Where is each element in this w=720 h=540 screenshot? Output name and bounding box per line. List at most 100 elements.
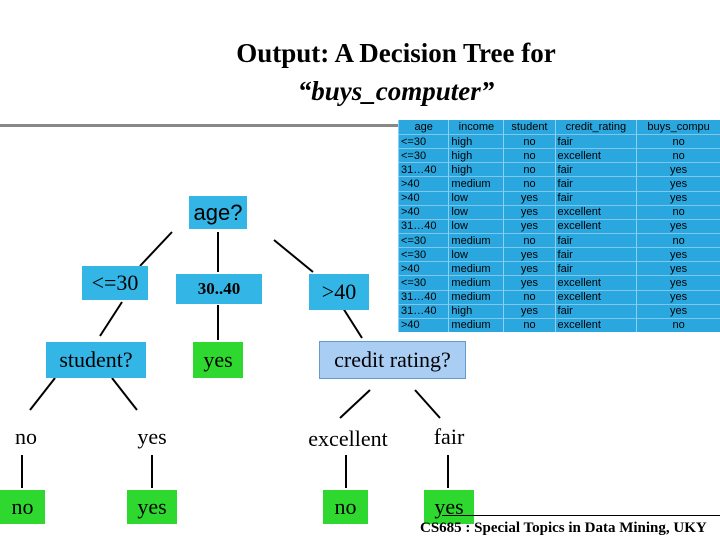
node-age: age? <box>189 196 247 229</box>
edge-student-yes <box>111 377 138 411</box>
node-student: student? <box>46 342 146 378</box>
table-cell: yes <box>636 247 720 262</box>
table-cell: >40 <box>397 176 449 192</box>
table-cell: no <box>636 148 720 163</box>
edge-root-gt40 <box>273 239 314 273</box>
footer-text: CS685 : Special Topics in Data Mining, U… <box>420 520 707 536</box>
col-age: age <box>397 120 449 135</box>
col-credit-rating: credit_rating <box>554 120 637 135</box>
table-cell: yes <box>636 275 720 291</box>
col-student: student <box>503 120 556 135</box>
table-cell: high <box>448 303 504 319</box>
table-cell: 31…40 <box>397 303 449 319</box>
table-cell: yes <box>636 218 720 234</box>
edge-le30-student <box>99 301 123 337</box>
col-buys-computer: buys_compu <box>636 120 720 135</box>
table-cell: medium <box>448 176 504 192</box>
table-cell: fair <box>554 190 637 206</box>
table-cell: 31…40 <box>397 289 449 305</box>
table-cell: <=30 <box>397 148 449 163</box>
leaf-yes-1: yes <box>127 490 177 524</box>
table-cell: fair <box>554 303 637 319</box>
table-cell: no <box>503 176 556 192</box>
table-cell: yes <box>503 204 556 220</box>
leaf-no-1: no <box>0 490 45 524</box>
table-cell: no <box>503 317 556 332</box>
table-cell: high <box>448 133 504 149</box>
table-cell: yes <box>636 190 720 206</box>
table-cell: >40 <box>397 317 449 332</box>
table-cell: yes <box>503 303 556 319</box>
leaf-no-2: no <box>323 490 368 524</box>
table-cell: yes <box>636 303 720 319</box>
table-cell: yes <box>503 275 556 291</box>
title-divider <box>0 124 398 127</box>
table-cell: excellent <box>554 317 637 332</box>
table-cell: excellent <box>554 275 637 291</box>
table-cell: fair <box>554 176 637 192</box>
table-cell: <=30 <box>397 232 449 248</box>
table-header-row: age income student credit_rating buys_co… <box>397 120 720 135</box>
table-cell: <=30 <box>397 247 449 262</box>
table-cell: no <box>503 148 556 163</box>
table-cell: yes <box>503 261 556 276</box>
table-cell: 31…40 <box>397 218 449 234</box>
branch-credit-excellent: excellent <box>308 426 388 451</box>
table-cell: medium <box>448 289 504 305</box>
branch-31-40: 30..40 <box>176 274 262 304</box>
slide-title-line1: Output: A Decision Tree for <box>236 38 556 68</box>
table-cell: no <box>636 204 720 220</box>
table-cell: >40 <box>397 190 449 206</box>
table-cell: no <box>636 232 720 248</box>
table-cell: no <box>503 133 556 149</box>
table-cell: no <box>503 162 556 177</box>
branch-le30: <=30 <box>82 266 148 300</box>
table-cell: >40 <box>397 261 449 276</box>
table-cell: low <box>448 218 504 234</box>
node-credit-rating: credit rating? <box>319 341 466 379</box>
slide-title-line2: “buys_computer” <box>297 76 495 106</box>
table-cell: fair <box>554 133 637 149</box>
branch-gt40: >40 <box>309 274 369 310</box>
branch-student-yes: yes <box>137 424 167 449</box>
edge-student-no <box>29 377 56 411</box>
table-cell: 31…40 <box>397 162 449 177</box>
table-cell: fair <box>554 261 637 276</box>
table-cell: yes <box>636 162 720 177</box>
table-cell: yes <box>636 261 720 276</box>
table-cell: medium <box>448 232 504 248</box>
table-cell: high <box>448 148 504 163</box>
table-cell: yes <box>503 218 556 234</box>
table-cell: low <box>448 204 504 220</box>
branch-student-no: no <box>15 424 37 449</box>
table-cell: >40 <box>397 204 449 220</box>
edge-credit-fair <box>414 389 441 419</box>
table-cell: <=30 <box>397 275 449 291</box>
leaf-31-40-yes: yes <box>193 342 243 378</box>
leaf-yes-2: yes <box>424 490 474 524</box>
table-cell: medium <box>448 261 504 276</box>
table-cell: yes <box>636 289 720 305</box>
edge-root-le30 <box>139 231 173 267</box>
table-cell: low <box>448 247 504 262</box>
table-cell: yes <box>503 247 556 262</box>
table-cell: fair <box>554 162 637 177</box>
table-cell: fair <box>554 247 637 262</box>
table-cell: no <box>636 133 720 149</box>
edge-gt40-credit <box>342 307 363 339</box>
table-cell: medium <box>448 317 504 332</box>
table-cell: no <box>503 232 556 248</box>
